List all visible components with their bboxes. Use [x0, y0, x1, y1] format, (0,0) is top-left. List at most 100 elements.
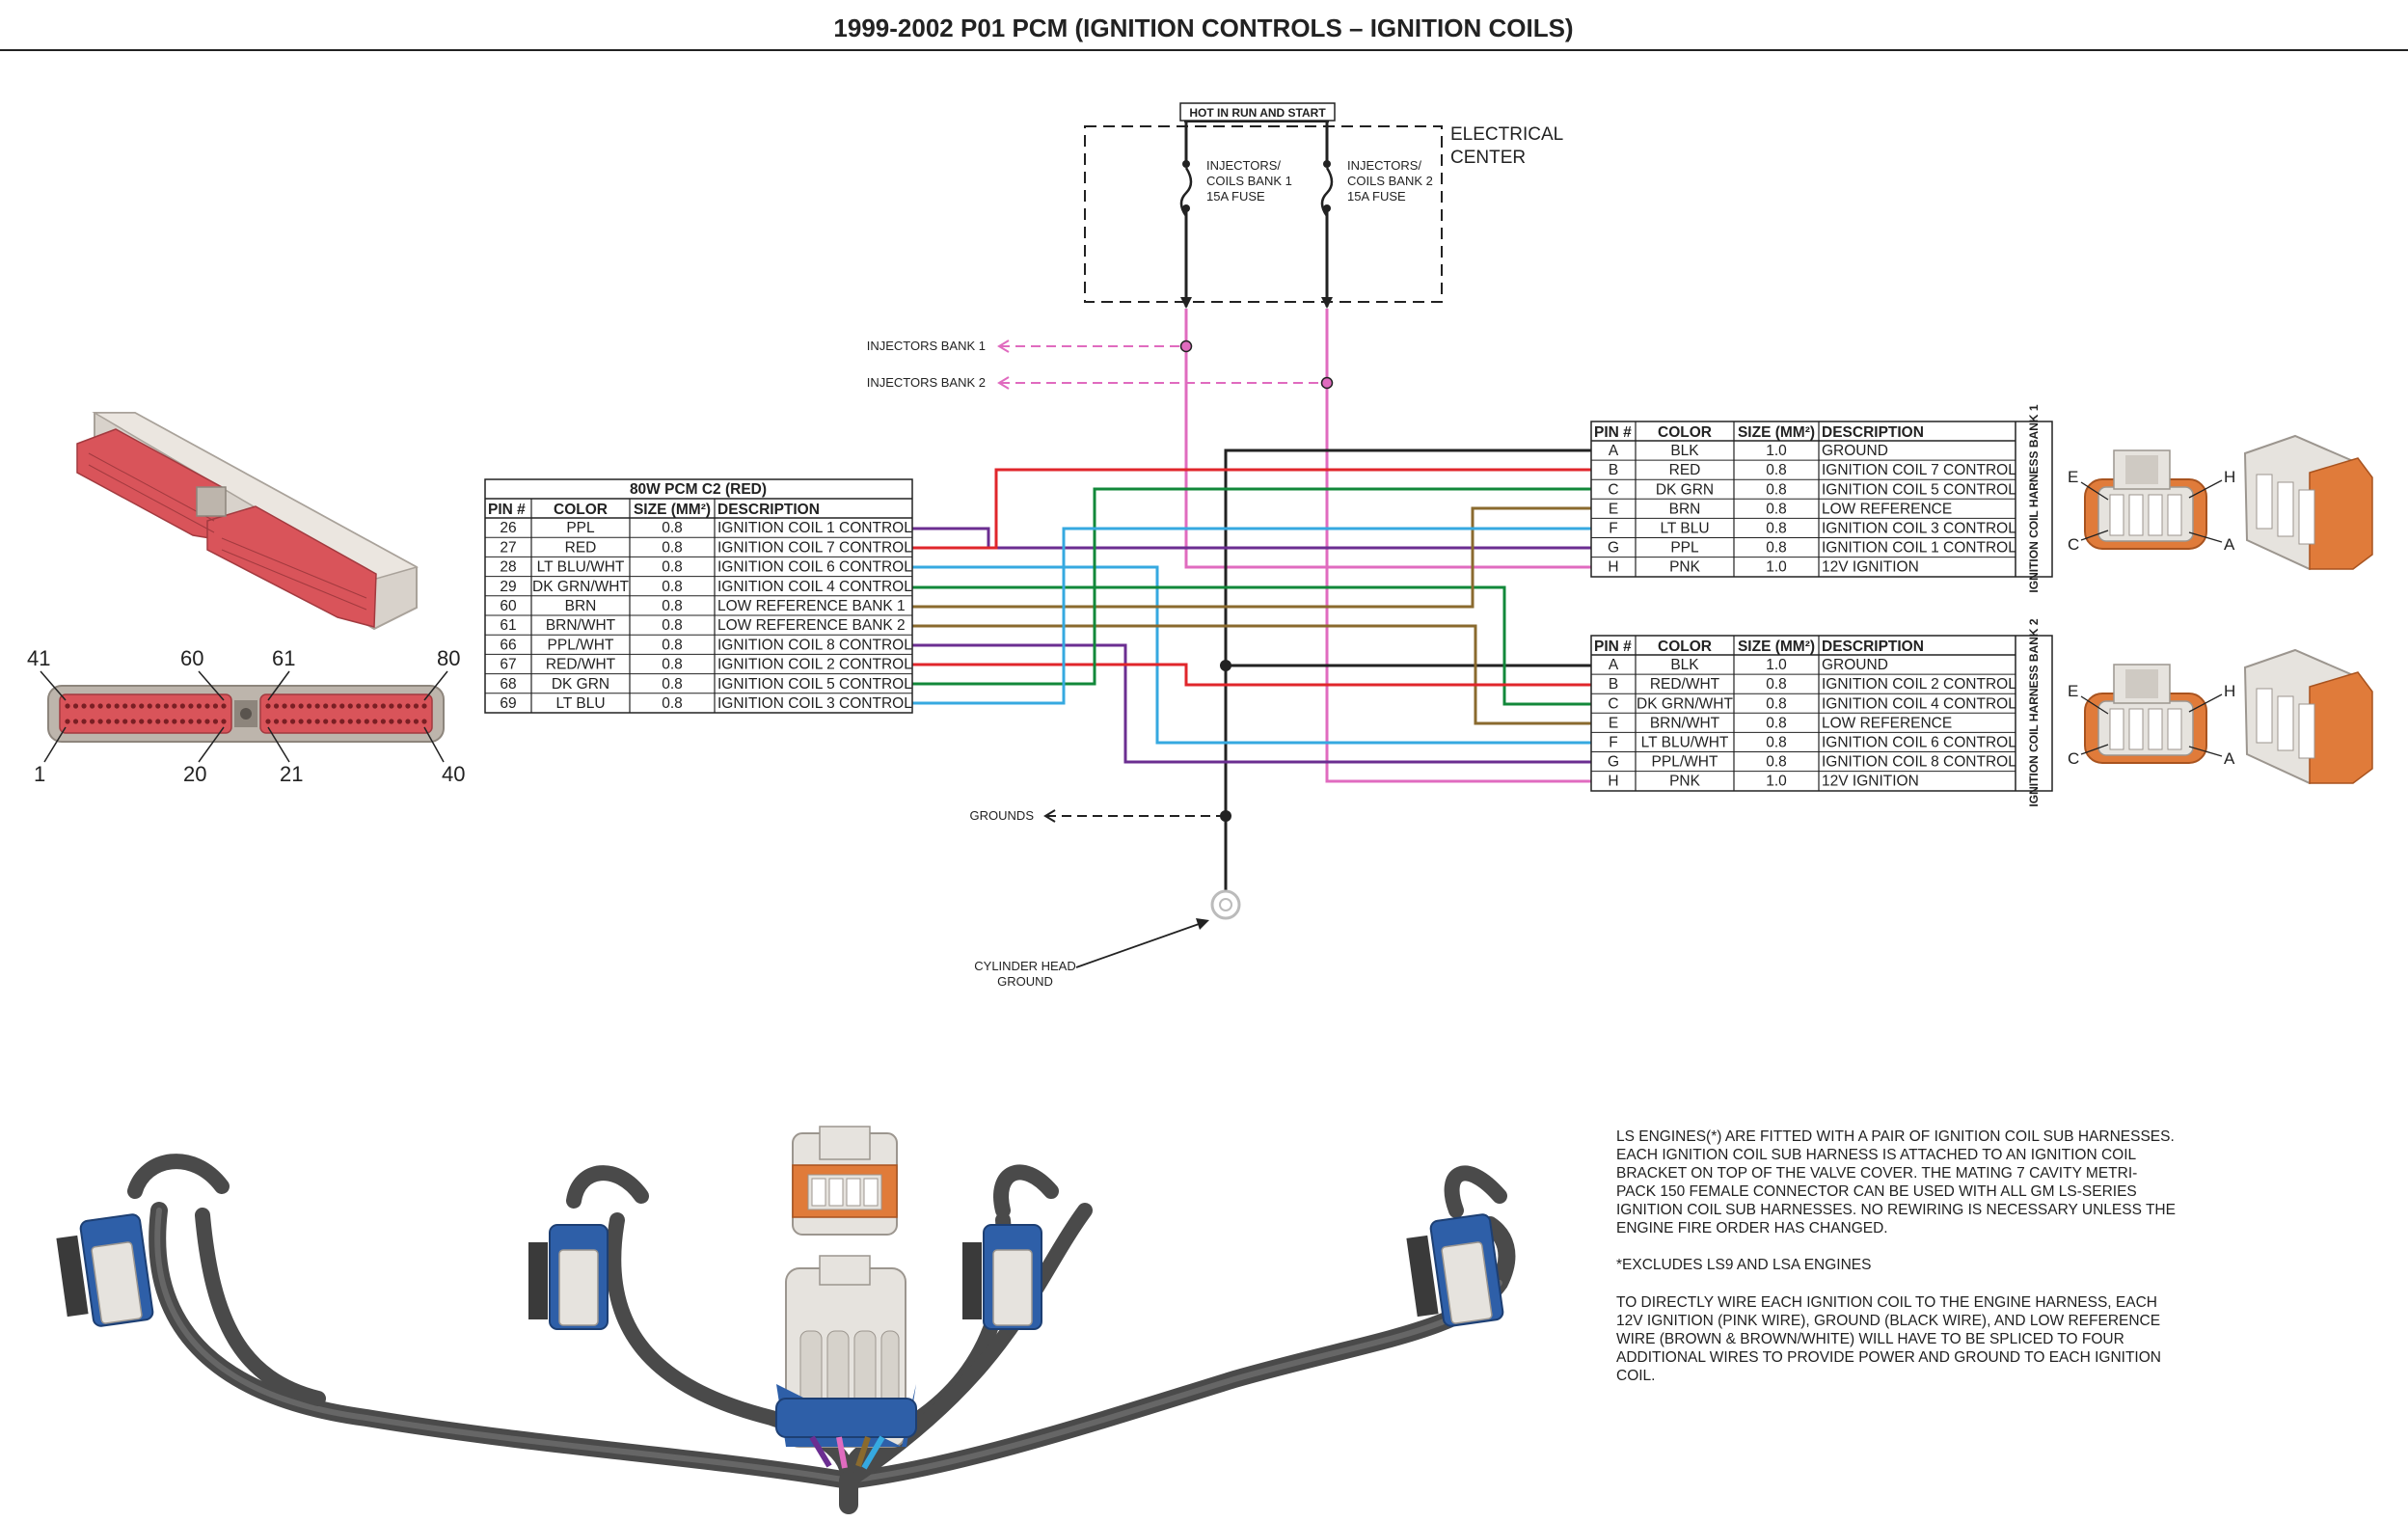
pcm-pin-dot — [273, 719, 280, 724]
electrical-center-label: ELECTRICAL — [1450, 124, 1563, 145]
bank2-row-3-color: BRN/WHT — [1650, 715, 1720, 731]
pcm-table-title: 80W PCM C2 (RED) — [630, 481, 767, 498]
pcm-header-pin: PIN # — [488, 502, 526, 518]
pcm-pin-dot — [298, 703, 304, 709]
bank1-row-2-desc: IGNITION COIL 5 CONTROL — [1822, 481, 2016, 498]
bank2-row-3-pin: E — [1609, 715, 1618, 731]
bank1-row-0-desc: GROUND — [1822, 443, 1888, 459]
pcm-pin-dot — [282, 703, 287, 709]
wire-dkgrn — [912, 487, 1591, 686]
bank1-row-6-desc: 12V IGNITION — [1822, 559, 1919, 576]
pcm-pin-dot — [65, 719, 70, 724]
pcm-pin-dot — [265, 703, 271, 709]
bank1-row-4-color: LT BLU — [1660, 521, 1709, 537]
coil-connector-3-icon — [962, 1224, 1042, 1330]
pcm-pin-labels: 41 60 61 80 1 20 21 40 — [27, 646, 465, 786]
pcm-pin-dot — [204, 703, 210, 709]
bank1-row-2-size: 0.8 — [1766, 481, 1787, 498]
bank1-row-5-desc: IGNITION COIL 1 CONTROL — [1822, 540, 2016, 557]
pcm-pin-dot — [147, 703, 152, 709]
pcm-pin-dot — [421, 703, 427, 709]
pcm-row-0-desc: IGNITION COIL 1 CONTROL — [717, 520, 912, 536]
pcm-pin-dot — [339, 703, 345, 709]
pcm-pin-dot — [81, 719, 87, 724]
pcm-pin-dot — [372, 703, 378, 709]
pin-label-1: 1 — [34, 762, 45, 786]
note-p1-l1: LS ENGINES(*) ARE FITTED WITH A PAIR OF … — [1616, 1128, 2175, 1145]
pcm-pin-dot — [405, 703, 411, 709]
pcm-row-6-pin: 66 — [500, 637, 516, 653]
pcm-row-2-desc: IGNITION COIL 6 CONTROL — [717, 559, 912, 576]
electrical-center-label-2: CENTER — [1450, 148, 1526, 168]
pcm-row-1-pin: 27 — [500, 539, 516, 556]
harness-connector-icon — [775, 1255, 917, 1470]
pcm-row-3-pin: 29 — [500, 579, 516, 595]
pcm-pin-dot — [130, 719, 136, 724]
pcm-pin-dot — [421, 719, 427, 724]
wire-ppl — [912, 527, 1591, 550]
bank2-row-4-pin: F — [1609, 735, 1617, 751]
pcm-pin-dot — [139, 719, 145, 724]
wire-ltblu — [912, 527, 1591, 705]
pcm-pin-dot — [347, 719, 353, 724]
wire-red-wht — [912, 663, 1591, 687]
fuse-bank-2: INJECTORS/ COILS BANK 2 15A FUSE — [1320, 122, 1433, 309]
pcm-row-6-color: PPL/WHT — [548, 637, 614, 653]
b2-letter-c: C — [2068, 749, 2079, 768]
pcm-row-0-pin: 26 — [500, 520, 516, 536]
pcm-row-3-color: DK GRN/WHT — [532, 579, 629, 595]
wire-brn — [912, 506, 1591, 609]
b1-letter-a: A — [2224, 535, 2235, 554]
bank1-row-2-color: DK GRN — [1656, 481, 1714, 498]
wire-pnk-bank2 — [1325, 309, 1591, 783]
b2-letter-e: E — [2068, 682, 2078, 700]
pcm-row-4-size: 0.8 — [662, 598, 683, 614]
pcm-pin-dot — [212, 719, 219, 724]
pcm-row-1-size: 0.8 — [662, 539, 683, 556]
wire-blk-bank1 — [1224, 448, 1591, 816]
pcm-row-1-color: RED — [565, 539, 597, 556]
pcm-header-size: SIZE (MM²) — [634, 502, 711, 518]
pin-label-80: 80 — [437, 646, 460, 670]
bank1-header-pin: PIN # — [1594, 424, 1632, 441]
pcm-pin-dot — [172, 703, 177, 709]
pcm-row-8-color: DK GRN — [552, 676, 609, 693]
bank2-connector-3d-icon — [2243, 648, 2373, 785]
bank2-row-6-desc: 12V IGNITION — [1822, 774, 1919, 790]
pcm-pin-dot — [356, 703, 362, 709]
cylinder-head-ground-label-2: GROUND — [997, 974, 1053, 989]
bank2-row-1-pin: B — [1609, 676, 1618, 693]
bank1-row-3-pin: E — [1609, 501, 1618, 517]
note-p1-l2: EACH IGNITION COIL SUB HARNESS IS ATTACH… — [1616, 1147, 2137, 1163]
bank1-row-0-size: 1.0 — [1766, 443, 1787, 459]
pcm-row-5-desc: LOW REFERENCE BANK 2 — [717, 617, 906, 634]
pcm-table: 80W PCM C2 (RED) PIN # COLOR SIZE (MM²) … — [484, 478, 913, 714]
bank2-row-0-size: 1.0 — [1766, 657, 1787, 673]
bank1-row-3-color: BRN — [1669, 501, 1701, 517]
pcm-pin-dot — [89, 703, 95, 709]
bank2-row-5-size: 0.8 — [1766, 754, 1787, 771]
pcm-pin-dot — [179, 719, 185, 724]
coil-connector-4-icon — [1406, 1213, 1504, 1327]
bank1-row-3-size: 0.8 — [1766, 501, 1787, 517]
pcm-pin-dot — [389, 719, 394, 724]
pcm-pin-dot — [147, 719, 152, 724]
injectors-bank-1-label: INJECTORS BANK 1 — [867, 339, 986, 353]
pcm-pin-dot — [114, 719, 120, 724]
bank2-row-0-pin: A — [1609, 657, 1619, 673]
pcm-pin-dot — [364, 719, 369, 724]
bank2-row-4-size: 0.8 — [1766, 735, 1787, 751]
pcm-pin-dot — [155, 719, 161, 724]
wire-group — [912, 309, 1591, 892]
bank1-row-1-size: 0.8 — [1766, 462, 1787, 478]
bank2-row-6-size: 1.0 — [1766, 774, 1787, 790]
bank1-row-1-desc: IGNITION COIL 7 CONTROL — [1822, 462, 2016, 478]
pcm-pin-dot — [396, 719, 403, 724]
pcm-row-3-desc: IGNITION COIL 4 CONTROL — [717, 579, 912, 595]
b1-letter-e: E — [2068, 468, 2078, 486]
pcm-row-7-color: RED/WHT — [546, 657, 616, 673]
pcm-pin-dot — [282, 719, 287, 724]
pcm-row-7-pin: 67 — [500, 657, 516, 673]
bank2-row-0-desc: GROUND — [1822, 657, 1888, 673]
pcm-row-8-pin: 68 — [500, 676, 516, 693]
